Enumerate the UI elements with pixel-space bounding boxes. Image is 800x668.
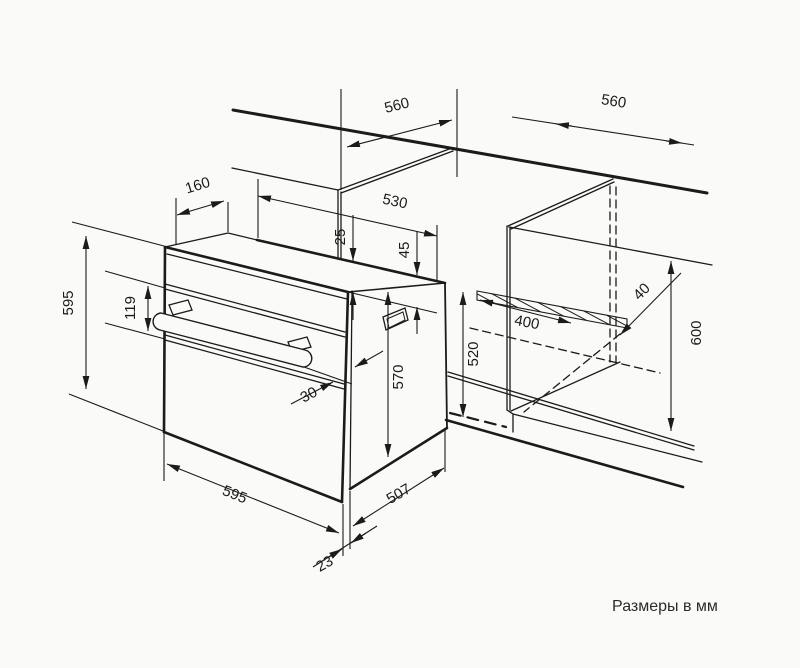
dim-label-oven-width: 595 (220, 482, 250, 507)
dimension-lines (68, 89, 695, 568)
dim-label-rear-gap: 40 (630, 280, 654, 304)
units-note: Размеры в мм (612, 598, 718, 615)
handle-bracket-left (168, 299, 193, 316)
dim-label-door-overhang: 23 (313, 553, 336, 576)
countertop-front-edge (231, 108, 709, 195)
handle-bar (152, 312, 313, 368)
oven-handle (152, 299, 313, 368)
dimension-labels: 595 119 160 560 560 530 25 45 570 30 595… (60, 91, 705, 575)
dim-label-top-clearance: 25 (332, 229, 349, 246)
dim-label-control-panel-height: 119 (122, 296, 139, 320)
dim-label-vent-clearance: 45 (396, 242, 413, 259)
dim-label-niche-depth: 520 (465, 341, 482, 366)
cabinet-niche-lines (231, 147, 713, 489)
side-vent-slot (382, 307, 409, 331)
dim-label-floor-vent-length: 400 (513, 312, 541, 333)
dim-label-niche-height: 600 (688, 320, 705, 345)
dim-label-front-depth: 160 (183, 174, 212, 198)
ventilation-strip (476, 290, 628, 329)
dim-label-handle-depth: 30 (298, 384, 321, 407)
dim-label-casing-width: 530 (381, 191, 409, 213)
dim-label-oven-height: 595 (60, 290, 77, 315)
dim-label-niche-width: 560 (600, 91, 627, 112)
dim-label-countertop-depth: 560 (383, 94, 411, 117)
dim-label-casing-height: 570 (390, 364, 407, 389)
hidden-edges-dashed (448, 185, 661, 429)
